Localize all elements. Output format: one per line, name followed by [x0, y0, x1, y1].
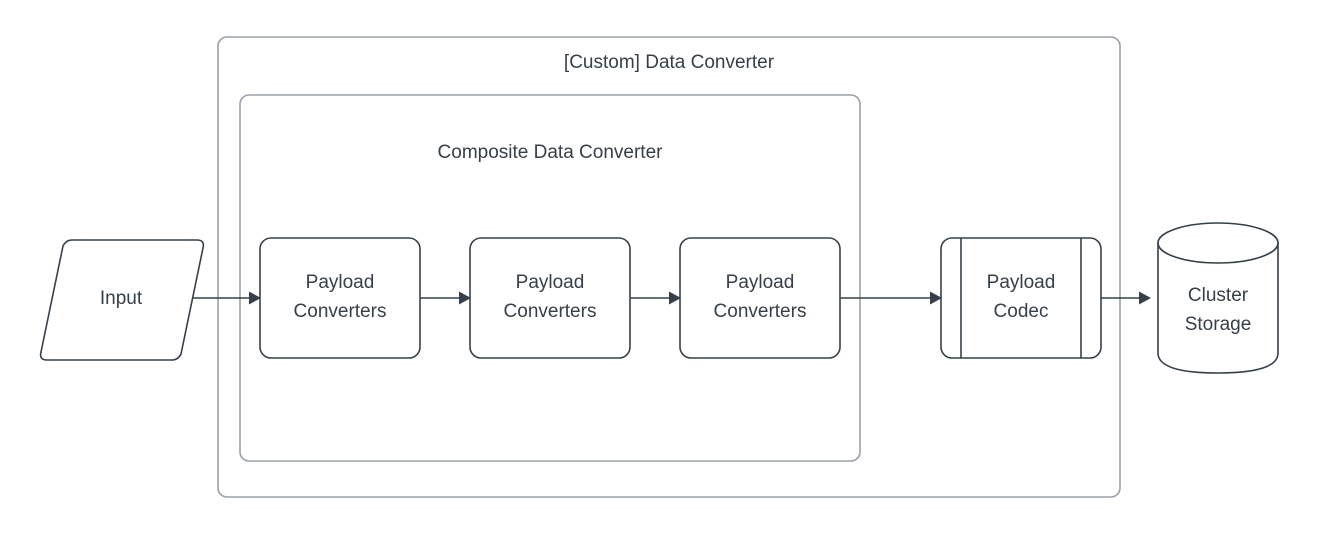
- group-composite-data-converter[interactable]: Composite Data Converter: [239, 94, 861, 462]
- node-payload-codec-label-line1: Payload: [987, 272, 1056, 293]
- node-input[interactable]: Input: [39, 239, 205, 361]
- arrowhead-icon: [249, 291, 261, 305]
- node-payload-converters-3-label-line1: Payload: [726, 272, 795, 293]
- connector-payload-converters-1-to-2: [420, 291, 471, 305]
- group-composite-data-converter-border: [239, 94, 861, 462]
- arrowhead-icon: [930, 291, 942, 305]
- node-cluster-storage[interactable]: Cluster Storage: [1157, 222, 1279, 374]
- group-custom-data-converter-label: [Custom] Data Converter: [564, 52, 775, 73]
- arrowhead-icon: [669, 291, 681, 305]
- node-payload-converters-1-label-line2: Converters: [294, 301, 387, 322]
- node-payload-converters-2[interactable]: Payload Converters: [469, 237, 631, 359]
- arrowhead-icon: [459, 291, 471, 305]
- node-payload-converters-2-label-line2: Converters: [504, 301, 597, 322]
- group-composite-data-converter-label: Composite Data Converter: [438, 142, 664, 163]
- node-cluster-storage-label-line1: Cluster: [1188, 285, 1249, 306]
- node-input-label: Input: [100, 288, 143, 309]
- node-payload-converters-1-shape: [259, 237, 421, 359]
- connector-payload-converters-2-to-3: [630, 291, 681, 305]
- node-payload-converters-1-label-line1: Payload: [306, 272, 375, 293]
- connector-payload-converters-3-to-payload-codec: [840, 291, 942, 305]
- node-payload-converters-3[interactable]: Payload Converters: [679, 237, 841, 359]
- node-cluster-storage-body: [1157, 242, 1279, 374]
- group-custom-data-converter-border: [217, 36, 1121, 498]
- node-payload-codec-shape: [940, 237, 1102, 359]
- node-payload-converters-1[interactable]: Payload Converters: [259, 237, 421, 359]
- node-payload-converters-2-shape: [469, 237, 631, 359]
- node-cluster-storage-label-line2: Storage: [1185, 314, 1252, 335]
- node-payload-codec[interactable]: Payload Codec: [940, 237, 1102, 359]
- node-input-shape: [39, 239, 205, 361]
- node-payload-converters-3-shape: [679, 237, 841, 359]
- connector-payload-codec-to-cluster-storage: [1101, 291, 1151, 305]
- connector-input-to-payload-converters-1: [185, 291, 261, 305]
- node-payload-codec-label-line2: Codec: [994, 301, 1049, 322]
- group-custom-data-converter[interactable]: [Custom] Data Converter: [217, 36, 1121, 498]
- node-payload-converters-2-label-line1: Payload: [516, 272, 585, 293]
- node-payload-converters-3-label-line2: Converters: [714, 301, 807, 322]
- node-cluster-storage-top: [1157, 222, 1279, 264]
- arrowhead-icon: [1139, 291, 1151, 305]
